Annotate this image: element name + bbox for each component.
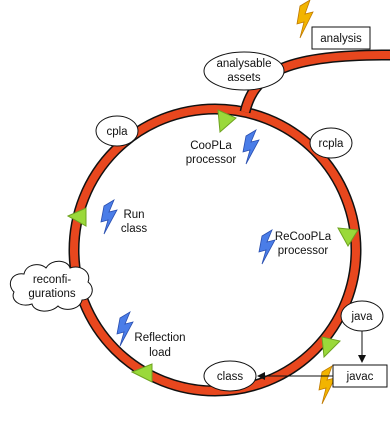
rcpla-label: rcpla (319, 138, 345, 150)
arrowhead-icon (130, 363, 153, 383)
lightning-icon (258, 229, 276, 265)
arrowhead-icon (217, 109, 237, 134)
recoopla-processor-label-2: processor (278, 245, 329, 257)
arrowhead-icon (337, 227, 359, 247)
reconfigurations-cloud (9, 260, 93, 312)
lightning-icon (296, 0, 314, 39)
analysis-box (311, 26, 371, 50)
analysable-assets-node (203, 51, 285, 91)
javac-label: javac (346, 371, 374, 383)
cpla-label: cpla (106, 126, 128, 138)
reflection-load-label-1: Reflection (134, 332, 185, 344)
analysable-assets-label-1: analysable (217, 58, 272, 70)
reconfigurations-label-1: reconfi- (33, 274, 72, 286)
class-label: class (217, 371, 243, 383)
class-node (203, 360, 257, 392)
lightning-icon (116, 311, 134, 347)
arrowhead-icon (66, 207, 87, 227)
cpla-node (95, 115, 139, 147)
coopla-processor-label-2: processor (186, 154, 237, 166)
rcpla-node (309, 127, 353, 159)
analysable-assets-label-2: assets (227, 72, 260, 84)
java-label: java (350, 311, 373, 323)
arrowhead-icon (321, 336, 341, 359)
recoopla-processor-label-1: ReCooPLa (275, 231, 332, 243)
cycle-ring (70, 105, 360, 395)
run-class-label-2: class (121, 223, 147, 235)
reflection-load-label-2: load (149, 347, 171, 359)
coopla-processor-label-1: CooPLa (190, 140, 232, 152)
lightning-icon (242, 129, 260, 165)
reconfigurations-label-2: gurations (28, 288, 76, 300)
lightning-icon (100, 199, 118, 235)
analysis-label: analysis (320, 33, 362, 45)
run-class-label-1: Run (123, 209, 144, 221)
